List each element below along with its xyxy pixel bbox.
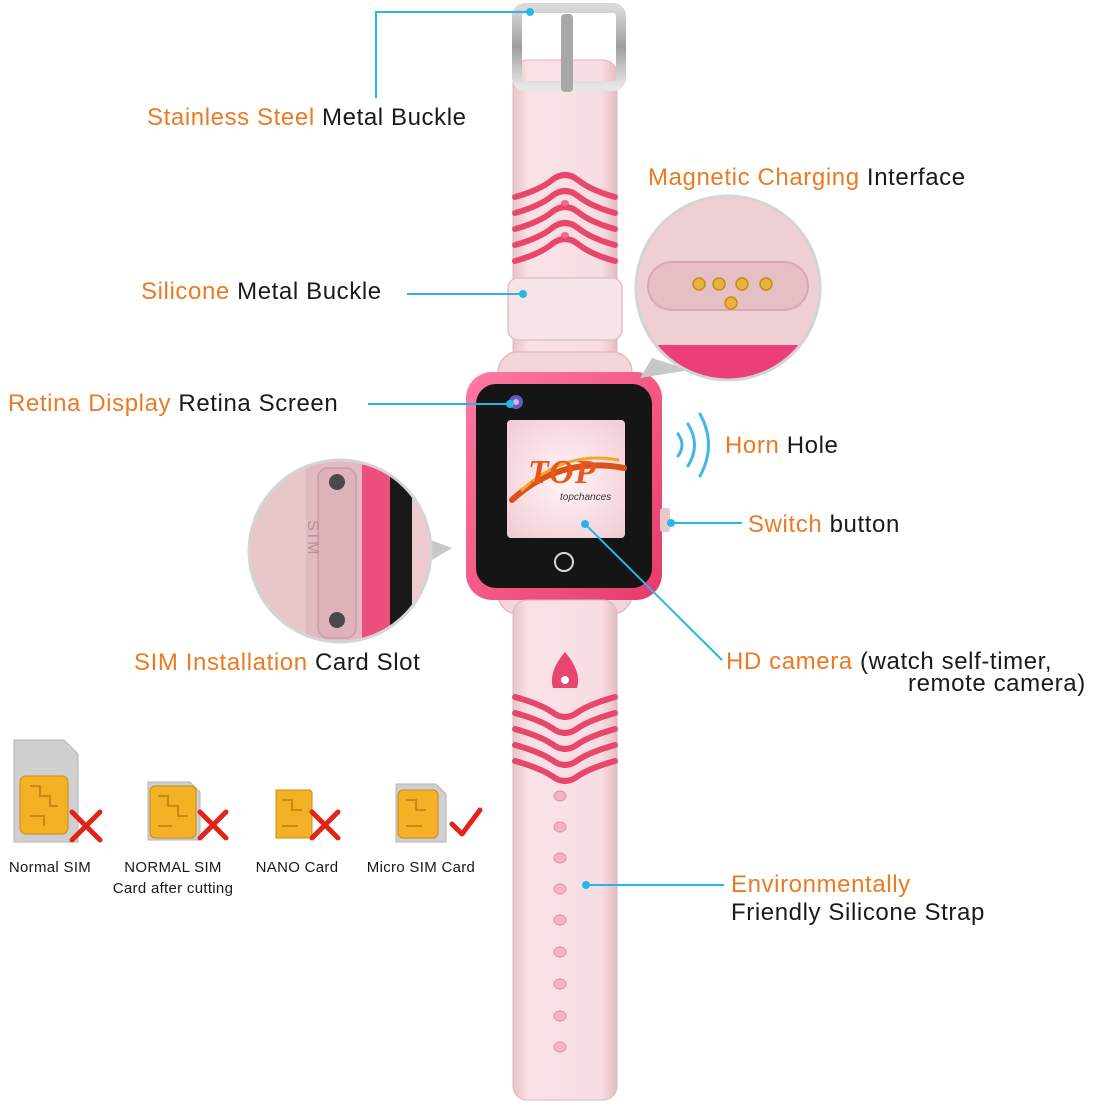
sim-caption-cut: NORMAL SIM Card after cutting — [104, 857, 242, 899]
sound-waves — [676, 412, 710, 478]
sim-card-normal-icon — [13, 739, 103, 843]
label-horn-rest: Hole — [779, 432, 839, 459]
label-strap-line2: Friendly Silicone Strap — [731, 899, 985, 926]
label-buckle: Stainless Steel Metal Buckle — [147, 106, 467, 130]
label-retina-highlight: Retina Display — [8, 390, 172, 417]
watch-body — [466, 351, 710, 615]
label-sim: SIM Installation Card Slot — [134, 651, 420, 675]
strap-chevrons-bottom — [512, 694, 618, 784]
home-button — [554, 552, 574, 572]
label-horn: Horn Hole — [725, 434, 838, 458]
metal-buckle — [512, 3, 626, 92]
label-switch: Switch button — [748, 513, 900, 537]
label-retina-rest: Retina Screen — [171, 390, 339, 417]
charging-interface-zoom — [634, 194, 822, 382]
label-charging-rest: Interface — [859, 164, 966, 191]
strap-holes — [553, 790, 567, 1053]
label-charging: Magnetic Charging Interface — [648, 166, 966, 190]
sim-caption-cut-line1: NORMAL SIM — [124, 859, 222, 876]
label-sim-rest: Card Slot — [307, 649, 421, 676]
label-buckle-rest: Metal Buckle — [314, 104, 467, 131]
label-horn-highlight: Horn — [725, 432, 780, 459]
label-camera-line2: remote camera) — [908, 670, 1086, 697]
label-strap: Environmentally — [731, 873, 911, 897]
label-switch-highlight: Switch — [748, 511, 823, 538]
strap-keeper — [507, 277, 623, 341]
sim-caption-nano: NANO Card — [250, 857, 344, 878]
screen-brand: topchances — [560, 492, 612, 503]
label-silicone-highlight: Silicone — [141, 278, 230, 305]
label-sim-highlight: SIM Installation — [134, 649, 308, 676]
upper-strap — [507, 59, 623, 366]
sim-caption-cut-line2: Card after cutting — [112, 880, 234, 897]
rocket-icon — [551, 652, 579, 688]
label-strap-highlight: Environmentally — [731, 871, 911, 898]
label-camera: HD camera (watch self-timer, — [726, 650, 1052, 674]
screen-logo: TOP — [528, 454, 597, 491]
label-charging-highlight: Magnetic Charging — [648, 164, 860, 191]
sim-caption-normal: Normal SIM — [2, 857, 98, 878]
label-silicone-rest: Metal Buckle — [229, 278, 382, 305]
label-camera-rest: (watch self-timer, — [852, 648, 1053, 675]
label-buckle-highlight: Stainless Steel — [147, 104, 315, 131]
sim-card-cut-icon — [147, 781, 229, 841]
sim-card-nano-icon — [275, 789, 341, 841]
sim-caption-micro: Micro SIM Card — [360, 857, 482, 878]
strap-chevrons-top — [512, 172, 618, 264]
sim-caption-normal-line1: Normal SIM — [8, 859, 92, 876]
lower-strap — [512, 599, 618, 1101]
switch-button-shape — [660, 508, 670, 532]
label-retina: Retina Display Retina Screen — [8, 392, 338, 416]
label-camera-highlight: HD camera — [726, 648, 853, 675]
leader-lines — [368, 11, 742, 886]
label-silicone: Silicone Metal Buckle — [141, 280, 382, 304]
sim-card-micro-icon — [395, 783, 483, 843]
sim-caption-nano-line1: NANO Card — [255, 859, 339, 876]
sim-slot-text: SIM — [304, 520, 321, 558]
sim-caption-micro-line1: Micro SIM Card — [366, 859, 476, 876]
sim-slot-zoom — [247, 458, 452, 644]
watch-screen — [507, 420, 625, 538]
label-switch-rest: button — [822, 511, 900, 538]
